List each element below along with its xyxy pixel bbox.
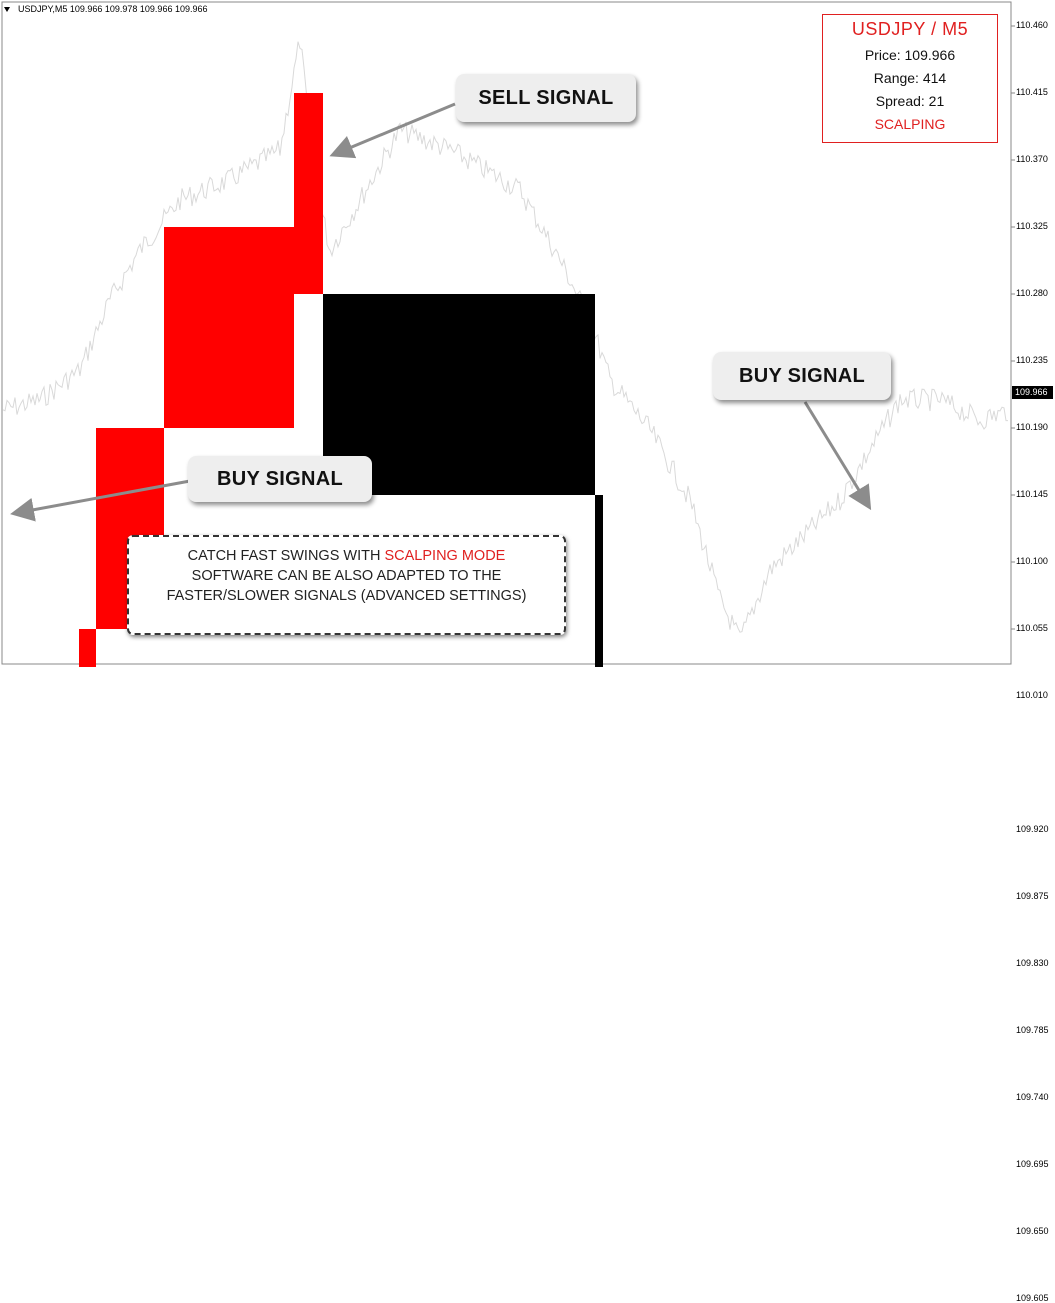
signal-arrows: [10, 102, 872, 522]
note-line-1-highlight: SCALPING MODE: [384, 548, 506, 564]
current-price-marker: 109.966: [1012, 386, 1053, 399]
y-tick-label: 110.190: [1016, 422, 1048, 432]
y-tick-label: 109.605: [1016, 1293, 1049, 1303]
buy-signal-callout-left: BUY SIGNAL: [188, 456, 372, 502]
y-tick-label: 110.415: [1016, 87, 1048, 97]
bull-block: [79, 629, 96, 667]
sell-signal-callout: SELL SIGNAL: [456, 74, 636, 122]
y-tick-label: 110.325: [1016, 221, 1048, 231]
note-line-2: SOFTWARE CAN BE ALSO ADAPTED TO THE: [191, 568, 502, 584]
y-tick-label: 110.010: [1016, 690, 1048, 700]
note-line-1-prefix: CATCH FAST SWINGS WITH: [187, 548, 385, 564]
info-mode: SCALPING: [874, 116, 946, 132]
buy-signal-callout-right: BUY SIGNAL: [713, 352, 891, 400]
y-tick-label: 109.785: [1016, 1025, 1049, 1035]
info-spread: Spread: 21: [875, 93, 945, 109]
price-line: [2, 41, 1008, 633]
triangle-down-icon[interactable]: [4, 7, 10, 12]
y-tick-label: 110.100: [1016, 556, 1048, 566]
sell-signal-arrow: [329, 102, 456, 159]
price-trace: [2, 41, 1008, 633]
bear-block: [595, 495, 603, 667]
y-tick-label: 109.695: [1016, 1159, 1049, 1169]
info-range: Range: 414: [873, 70, 947, 86]
bull-block: [294, 93, 323, 294]
y-tick-label: 109.740: [1016, 1092, 1049, 1102]
scalping-note: CATCH FAST SWINGS WITH SCALPING MODE SOF…: [127, 535, 566, 635]
note-line-1: CATCH FAST SWINGS WITH SCALPING MODE: [129, 548, 564, 564]
bull-block: [164, 227, 294, 428]
y-tick-label: 110.145: [1016, 489, 1048, 499]
y-axis-ticks: [1011, 25, 1015, 630]
y-tick-label: 110.235: [1016, 355, 1048, 365]
y-tick-label: 110.370: [1016, 154, 1048, 164]
renko-blocks: [79, 93, 603, 667]
buy-signal-arrow-right: [803, 401, 872, 511]
y-tick-label: 110.055: [1016, 623, 1048, 633]
y-tick-label: 109.650: [1016, 1226, 1049, 1236]
info-price: Price: 109.966: [864, 47, 956, 63]
y-tick-label: 109.875: [1016, 891, 1049, 901]
info-panel: USDJPY / M5 Price: 109.966 Range: 414 Sp…: [822, 14, 998, 143]
buy-signal-arrow-left: [10, 479, 191, 522]
y-tick-label: 110.280: [1016, 288, 1048, 298]
info-title: USDJPY / M5: [851, 19, 969, 39]
y-tick-label: 109.920: [1016, 824, 1049, 834]
y-tick-label: 110.460: [1016, 20, 1048, 30]
note-line-3: FASTER/SLOWER SIGNALS (ADVANCED SETTINGS…: [166, 588, 527, 604]
symbol-info: USDJPY,M5 109.966 109.978 109.966 109.96…: [18, 4, 208, 14]
y-tick-label: 109.830: [1016, 958, 1049, 968]
